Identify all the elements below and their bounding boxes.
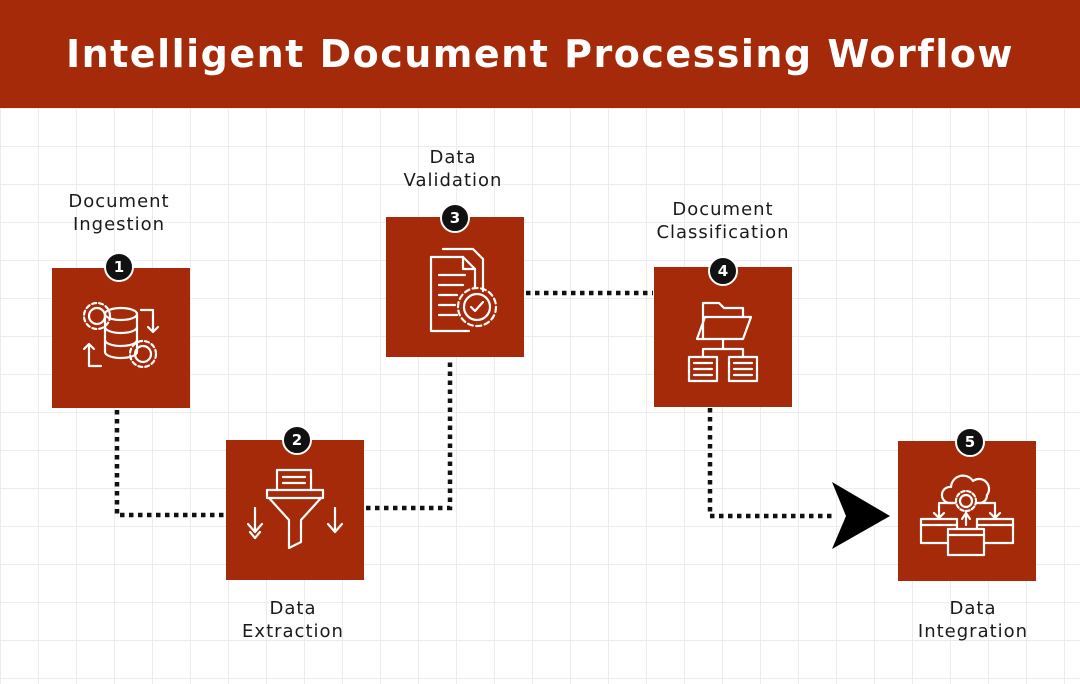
database-gears-icon bbox=[82, 301, 160, 369]
step-3-label: Data Validation bbox=[353, 146, 553, 192]
step-5-label-line-1: Data bbox=[949, 598, 997, 619]
step-3-label-line-1: Data bbox=[429, 147, 477, 168]
step-4-box bbox=[654, 267, 792, 407]
step-1-badge: 1 bbox=[104, 252, 134, 282]
step-2-box bbox=[226, 440, 364, 580]
step-3-box bbox=[386, 217, 524, 357]
step-1-label-line-1: Document bbox=[68, 191, 170, 212]
step-2-label-line-1: Data bbox=[269, 598, 317, 619]
step-1-label-line-2: Ingestion bbox=[72, 214, 166, 235]
step-4-label-line-2: Classification bbox=[656, 222, 790, 243]
connector-4-5 bbox=[707, 408, 835, 519]
step-5-box bbox=[898, 441, 1036, 581]
arrowhead bbox=[832, 482, 890, 549]
step-3-badge: 3 bbox=[440, 203, 470, 233]
folder-hierarchy-icon bbox=[687, 301, 759, 383]
title-banner: Intelligent Document Processing Worflow bbox=[0, 0, 1080, 108]
step-2-label: Data Extraction bbox=[193, 597, 393, 643]
step-5-label-line-2: Integration bbox=[917, 621, 1029, 642]
step-1-label: Document Ingestion bbox=[19, 190, 219, 236]
step-4-label-line-1: Document bbox=[672, 199, 774, 220]
document-check-gear-icon bbox=[429, 247, 498, 333]
connector-2-3 bbox=[366, 358, 453, 511]
page-title: Intelligent Document Processing Worflow bbox=[65, 32, 1015, 76]
step-2-badge: 2 bbox=[282, 425, 312, 455]
cloud-network-icon bbox=[919, 474, 1015, 557]
step-1-box bbox=[52, 268, 190, 408]
step-4-badge: 4 bbox=[708, 256, 738, 286]
step-5-badge: 5 bbox=[955, 427, 985, 457]
step-3-label-line-2: Validation bbox=[403, 170, 503, 191]
step-4-label: Document Classification bbox=[623, 198, 823, 244]
step-2-label-line-2: Extraction bbox=[242, 621, 344, 642]
step-5-label: Data Integration bbox=[873, 597, 1073, 643]
document-funnel-icon bbox=[247, 468, 343, 550]
connector-1-2 bbox=[114, 410, 226, 518]
